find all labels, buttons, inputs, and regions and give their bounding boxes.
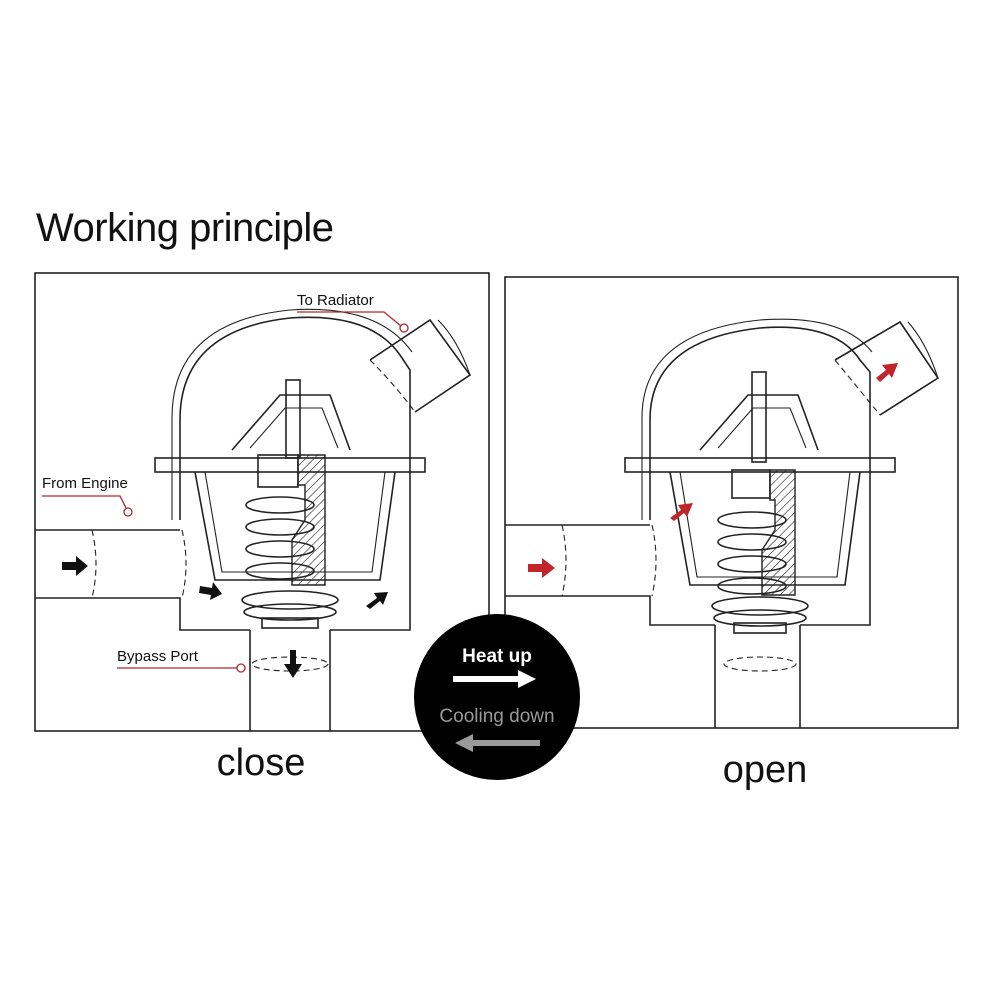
bypass-port-label: Bypass Port xyxy=(117,648,199,665)
cooling-down-arrow-icon xyxy=(455,734,540,752)
flow-arrow-icon xyxy=(528,558,555,578)
flow-arrow-icon xyxy=(876,363,898,382)
bypass-port-pipe xyxy=(249,470,411,731)
flow-arrow-icon xyxy=(199,582,222,600)
housing-flange xyxy=(624,457,896,473)
housing-dome xyxy=(649,326,871,520)
radiator-outlet-pipe xyxy=(834,320,940,416)
page-title: Working principle xyxy=(36,206,334,250)
legend-circle xyxy=(414,614,580,780)
close-panel: To Radiator From Engine Bypass Port clos… xyxy=(34,272,490,784)
cooling-down-label: Cooling down xyxy=(439,706,554,727)
wax-element xyxy=(761,469,796,596)
to-radiator-label: To Radiator xyxy=(297,292,374,309)
thermostat-pin xyxy=(285,379,301,459)
heat-cool-legend: Heat up Cooling down xyxy=(414,614,580,780)
engine-inlet-pipe xyxy=(505,524,715,626)
thermostat-bridge xyxy=(231,394,351,451)
close-state-label: close xyxy=(217,742,306,784)
flow-arrow-icon xyxy=(670,503,693,521)
flow-arrows-closed xyxy=(62,556,388,678)
valve-disc xyxy=(241,590,339,610)
close-panel-frame xyxy=(34,272,490,732)
heat-up-arrow-icon xyxy=(453,670,536,688)
bypass-port-marker-icon xyxy=(236,663,246,673)
thermostat-bridge xyxy=(699,394,819,451)
from-engine-marker-icon xyxy=(123,507,133,517)
flow-arrow-icon xyxy=(284,650,302,678)
to-radiator-marker-icon xyxy=(399,323,409,333)
housing-dome xyxy=(179,316,411,520)
valve-disc xyxy=(711,596,809,616)
open-panel-frame xyxy=(504,276,959,729)
radiator-outlet-pipe xyxy=(369,318,472,413)
from-engine-label: From Engine xyxy=(42,475,128,492)
flow-arrows-open xyxy=(528,363,898,578)
engine-inlet-pipe xyxy=(35,529,250,631)
open-state-label: open xyxy=(723,749,808,791)
flow-arrow-icon xyxy=(62,556,88,576)
open-panel: open xyxy=(504,276,959,791)
heat-up-label: Heat up xyxy=(462,646,532,667)
flow-arrow-icon xyxy=(366,592,388,609)
thermostat-pin xyxy=(751,371,767,463)
housing-flange xyxy=(154,457,426,473)
wax-element xyxy=(291,454,326,586)
bypass-port-pipe xyxy=(714,470,871,728)
